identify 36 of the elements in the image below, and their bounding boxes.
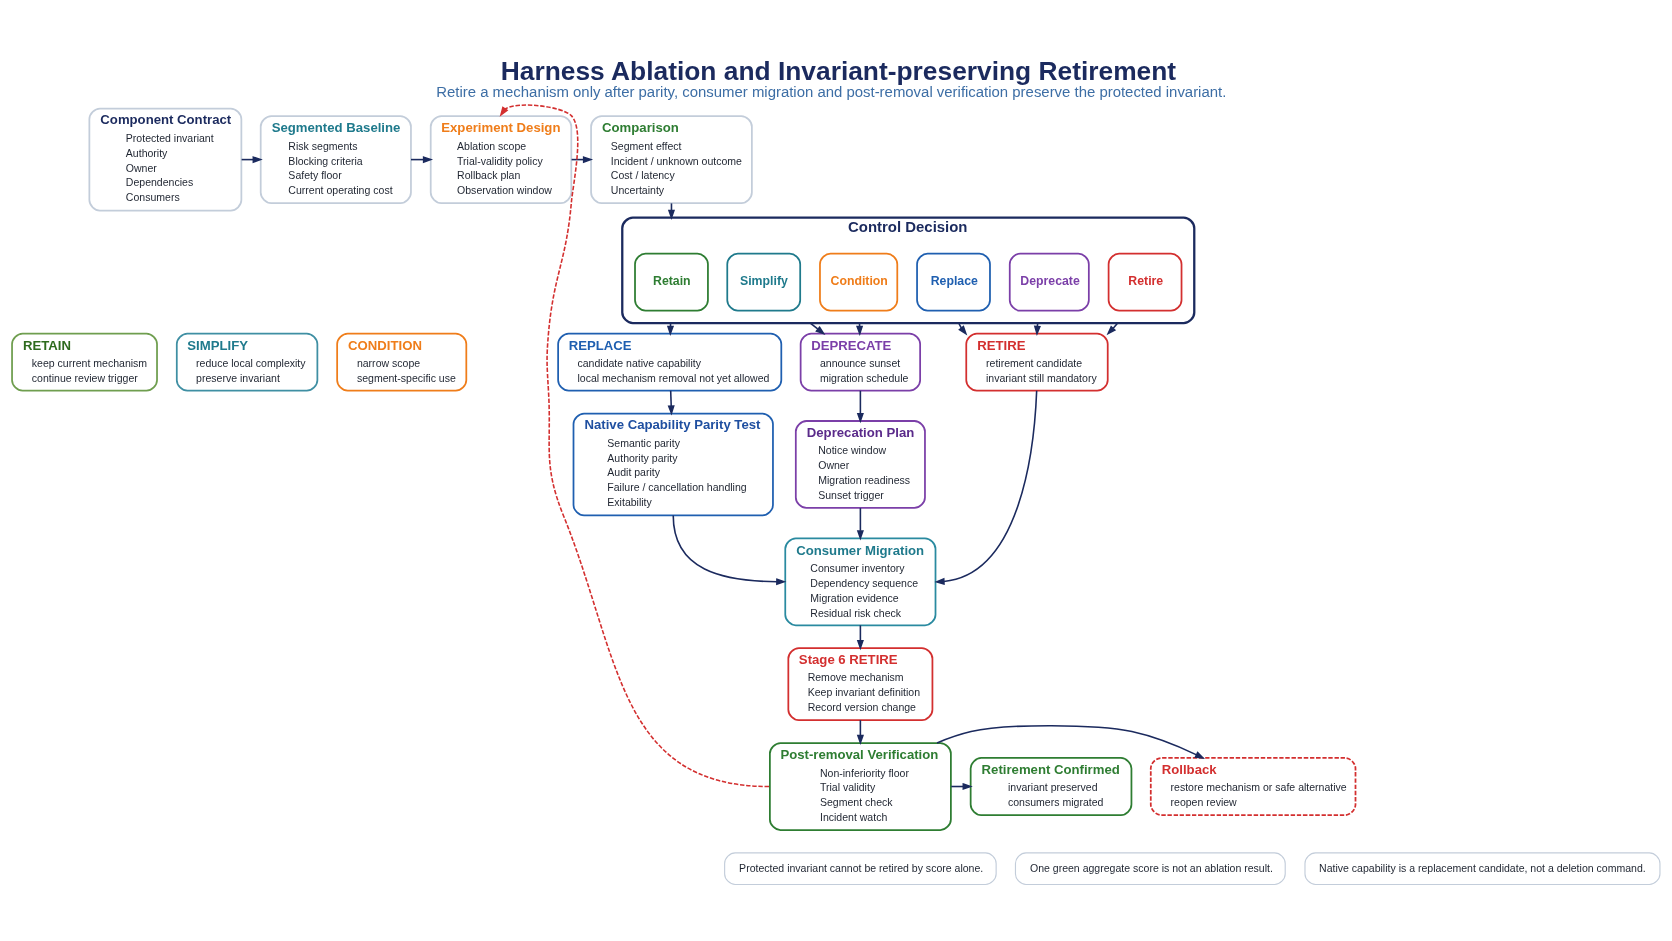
node-box: Comparison Segment effect Incident / unknown outcome Cost / latency Uncertainty bbox=[590, 115, 753, 204]
node-box: DEPRECATE announce sunset migration schedule bbox=[799, 332, 921, 392]
arrow bbox=[1106, 322, 1119, 336]
node-box: RETAIN keep current mechanism continue review trigger bbox=[11, 332, 158, 392]
arrow bbox=[809, 322, 826, 335]
node-box: Post-removal Verification Non-inferiority floor Trial validity Segment check Incident watch bbox=[769, 742, 952, 831]
node-box: Native capability is a replacement candidate, not a deletion command. bbox=[1304, 852, 1661, 886]
node-box: Protected invariant cannot be retired by score alone. bbox=[724, 852, 997, 886]
node-box: One green aggregate score is not an ablation result. bbox=[1014, 852, 1286, 886]
node-box: Retire bbox=[1107, 252, 1183, 312]
node-box: Component Contract Protected invariant Authority Owner Dependencies Consumers bbox=[88, 107, 243, 212]
arrow bbox=[934, 389, 1038, 585]
diagram-title: Harness Ablation and Invariant-preserving Retirement bbox=[500, 56, 1177, 87]
arrow bbox=[672, 514, 787, 586]
node-box: SIMPLIFY reduce local complexity preserve invariant bbox=[175, 332, 319, 392]
arrow bbox=[667, 389, 675, 416]
node-box: Retain bbox=[634, 252, 709, 312]
arrow bbox=[499, 104, 770, 788]
arrow bbox=[856, 507, 864, 541]
node-box: REPLACE candidate native capability local mechanism removal not yet allowed bbox=[557, 332, 783, 392]
node-box: Simplify bbox=[726, 252, 802, 312]
node-box: Rollback restore mechanism or safe alternative reopen review bbox=[1149, 757, 1357, 816]
node-box: Deprecate bbox=[1008, 252, 1090, 312]
node-box: Condition bbox=[819, 252, 899, 312]
node-box: Retirement Confirmed invariant preserved consumers migrated bbox=[969, 757, 1133, 816]
node-box: Experiment Design Ablation scope Trial-validity policy Rollback plan Observation window bbox=[429, 115, 573, 204]
node-box: Native Capability Parity Test Semantic parity Authority parity Audit parity Failure / cancellation handling Exitability bbox=[572, 412, 774, 517]
node-box: Replace bbox=[916, 252, 991, 312]
node-box: Stage 6 RETIRE Remove mechanism Keep invariant definition Record version change bbox=[787, 647, 934, 722]
node-box: CONDITION narrow scope segment-specific use bbox=[336, 332, 468, 392]
node-box: Deprecation Plan Notice window Owner Migration readiness Sunset trigger bbox=[794, 420, 926, 509]
node-box: RETIRE retirement candidate invariant still mandatory bbox=[965, 332, 1109, 392]
node-box: Consumer Migration Consumer inventory Dependency sequence Migration evidence Residual risk check bbox=[784, 537, 937, 627]
arrow bbox=[936, 724, 1206, 759]
node-box: Segmented Baseline Risk segments Blocking criteria Safety floor Current operating cost bbox=[259, 115, 412, 204]
arrow bbox=[856, 389, 864, 424]
